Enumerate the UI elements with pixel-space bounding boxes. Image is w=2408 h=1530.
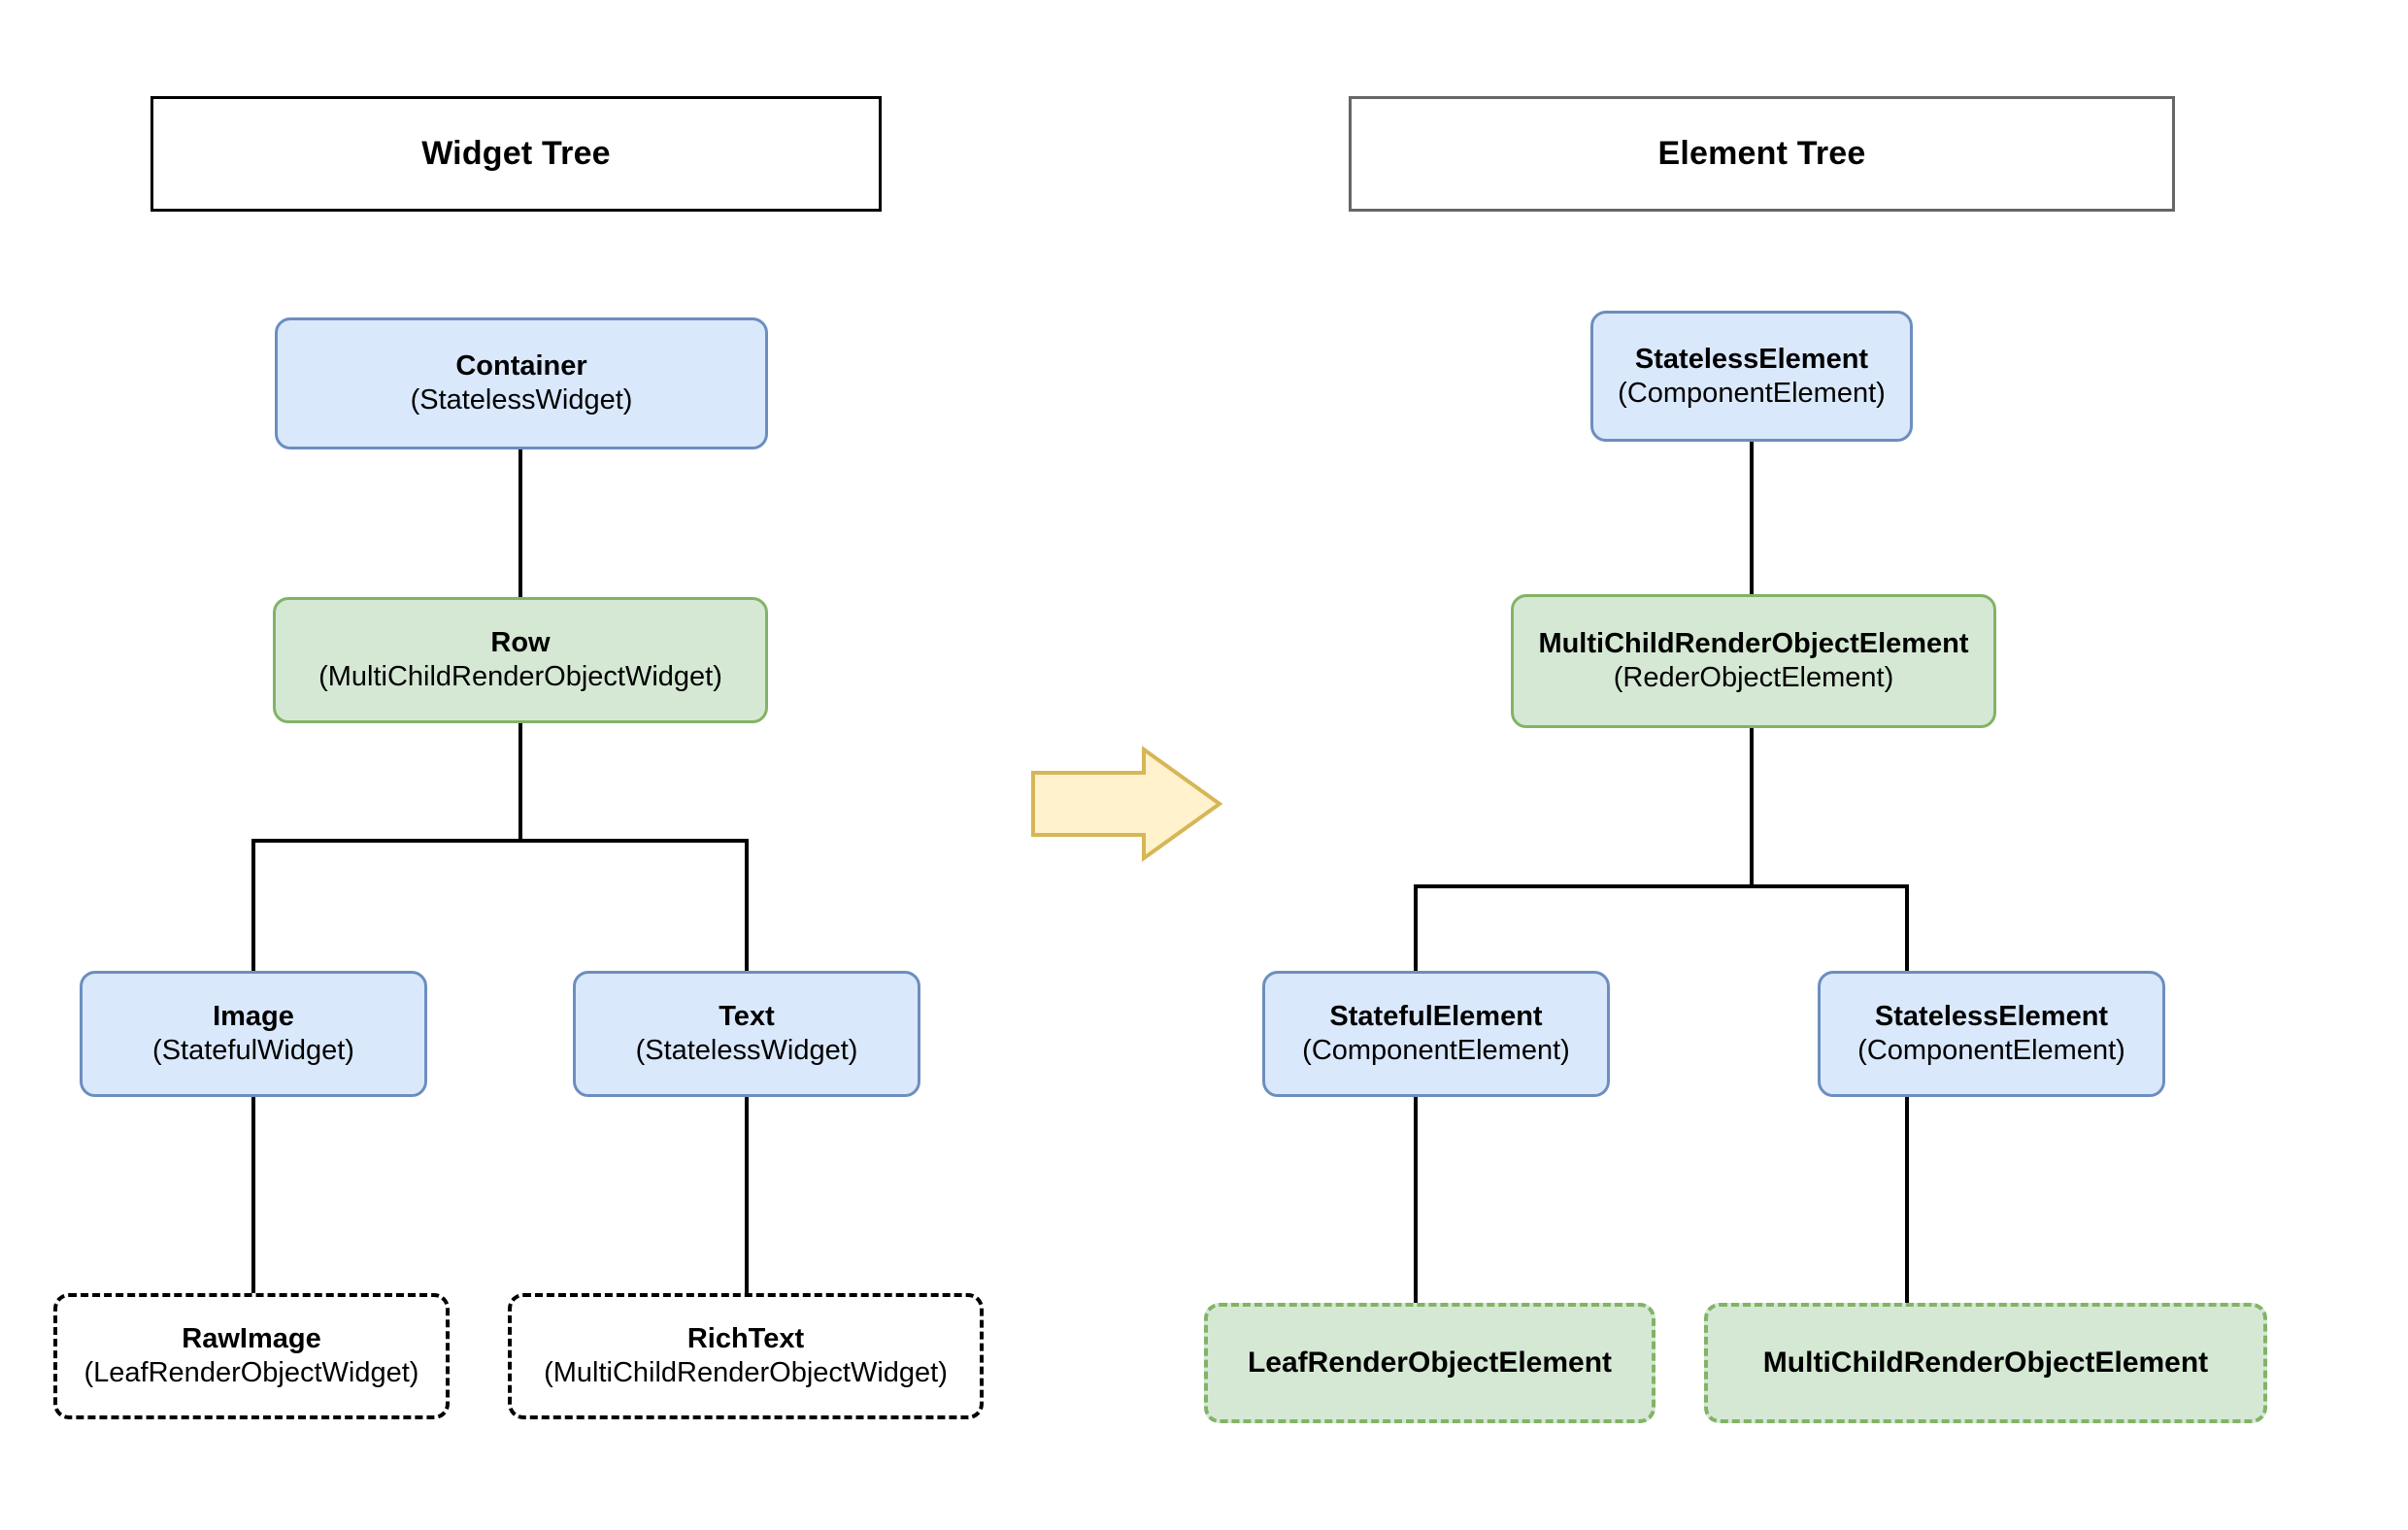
- connector-branch-to-image: [251, 839, 255, 973]
- node-multichild-root-subtitle: (RederObjectElement): [1613, 662, 1894, 693]
- widget-tree-title: Widget Tree: [421, 135, 611, 172]
- node-rawimage-title: RawImage: [182, 1323, 321, 1355]
- node-image[interactable]: Image (StatefulWidget): [80, 971, 427, 1097]
- node-rawimage[interactable]: RawImage (LeafRenderObjectWidget): [53, 1293, 450, 1419]
- node-stateless-root-subtitle: (ComponentElement): [1618, 377, 1886, 409]
- node-stateful-subtitle: (ComponentElement): [1302, 1035, 1570, 1066]
- node-multichild-root-title: MultiChildRenderObjectElement: [1538, 628, 1969, 660]
- element-tree-title: Element Tree: [1657, 135, 1866, 172]
- node-stateful[interactable]: StatefulElement (ComponentElement): [1262, 971, 1610, 1097]
- connector-element-branch-bar: [1414, 884, 1909, 888]
- connector-branch-to-text: [745, 839, 749, 973]
- node-text-subtitle: (StatelessWidget): [635, 1035, 858, 1066]
- node-multichildrenderobjectelement-title: MultiChildRenderObjectElement: [1762, 1347, 2209, 1379]
- node-container[interactable]: Container (StatelessWidget): [275, 317, 768, 449]
- element-tree-header-box: Element Tree: [1349, 96, 2175, 212]
- node-stateless-root[interactable]: StatelessElement (ComponentElement): [1590, 311, 1913, 442]
- connector-row-branch-bar: [251, 839, 749, 843]
- node-stateless-leaf-subtitle: (ComponentElement): [1857, 1035, 2125, 1066]
- node-text[interactable]: Text (StatelessWidget): [573, 971, 920, 1097]
- connector-image-to-rawimage: [251, 1097, 255, 1293]
- node-image-subtitle: (StatefulWidget): [152, 1035, 354, 1066]
- connector-branch-to-stateless-leaf: [1905, 884, 1909, 973]
- node-container-title: Container: [455, 350, 587, 382]
- node-row[interactable]: Row (MultiChildRenderObjectWidget): [273, 597, 768, 723]
- connector-multichild-stem: [1750, 728, 1754, 887]
- node-richtext[interactable]: RichText (MultiChildRenderObjectWidget): [508, 1293, 984, 1419]
- node-rawimage-subtitle: (LeafRenderObjectWidget): [84, 1357, 419, 1388]
- node-multichildrenderobjectelement[interactable]: MultiChildRenderObjectElement: [1704, 1303, 2267, 1423]
- connector-container-to-row: [518, 449, 522, 599]
- node-stateless-root-title: StatelessElement: [1634, 343, 1869, 375]
- node-container-subtitle: (StatelessWidget): [410, 384, 633, 416]
- node-row-subtitle: (MultiChildRenderObjectWidget): [318, 661, 722, 692]
- right-arrow-icon: [1029, 746, 1223, 862]
- node-leafrenderobjectelement[interactable]: LeafRenderObjectElement: [1204, 1303, 1656, 1423]
- node-stateless-leaf-title: StatelessElement: [1874, 1001, 2109, 1033]
- node-stateful-title: StatefulElement: [1329, 1001, 1543, 1033]
- connector-branch-to-stateful: [1414, 884, 1418, 973]
- connector-stateless-to-multichildleaf: [1905, 1097, 1909, 1303]
- widget-tree-header-box: Widget Tree: [150, 96, 882, 212]
- node-multichild-root[interactable]: MultiChildRenderObjectElement (RederObje…: [1511, 594, 1996, 728]
- node-richtext-title: RichText: [686, 1323, 805, 1355]
- connector-stateful-to-leafrender: [1414, 1097, 1418, 1303]
- node-leafrenderobjectelement-title: LeafRenderObjectElement: [1247, 1347, 1613, 1379]
- node-stateless-leaf[interactable]: StatelessElement (ComponentElement): [1818, 971, 2165, 1097]
- connector-row-stem: [518, 723, 522, 843]
- connector-stateless-to-multichild: [1750, 442, 1754, 594]
- node-text-title: Text: [719, 1001, 775, 1033]
- connector-text-to-richtext: [745, 1097, 749, 1293]
- node-image-title: Image: [213, 1001, 294, 1033]
- node-row-title: Row: [490, 627, 551, 659]
- node-richtext-subtitle: (MultiChildRenderObjectWidget): [544, 1357, 948, 1388]
